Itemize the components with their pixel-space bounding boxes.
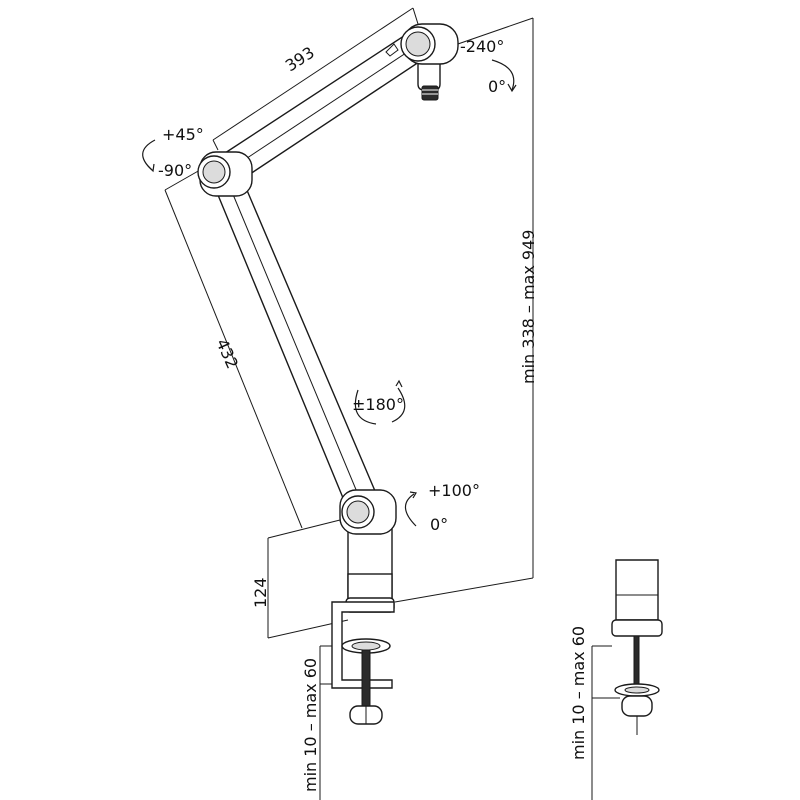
mic-thread — [421, 85, 439, 101]
lower-arm-length-label: 432 — [212, 336, 242, 372]
upper-arm-extension-left — [212, 139, 219, 151]
top-joint-min-angle: 0° — [488, 77, 506, 96]
elbow-rotation-arrow — [142, 139, 156, 171]
base-assembly — [339, 489, 397, 613]
detail-ring — [611, 619, 663, 637]
upper-arm — [221, 31, 426, 183]
clamp-range-detail-label: min 10 – max 60 — [569, 626, 588, 760]
base-up-angle: +100° — [428, 481, 480, 500]
total-height-label: min 338 – max 949 — [519, 230, 538, 384]
elbow-joint — [197, 151, 253, 197]
lower-arm — [217, 187, 379, 511]
top-joint-rotation-arrow — [491, 59, 515, 91]
elbow-down-angle: -90° — [158, 161, 192, 180]
clamp-frame — [331, 601, 395, 689]
total-height-extension-top — [454, 17, 534, 46]
elbow-joint-knob-cap — [202, 160, 226, 184]
total-height-extension-bottom — [394, 577, 534, 603]
top-joint — [400, 23, 459, 101]
base-height-extension-top — [267, 517, 349, 539]
upper-arm-length-label: 393 — [282, 43, 318, 76]
top-joint-knob-cap — [405, 31, 431, 57]
clamp-range-label: min 10 – max 60 — [301, 658, 320, 792]
detail-knob[interactable] — [621, 695, 653, 717]
desk-clamp — [331, 601, 395, 725]
cable-clip — [385, 43, 399, 57]
clamp-screw — [361, 649, 371, 711]
base-rotation-arrow — [404, 493, 417, 527]
upper-arm-extension-right — [412, 7, 419, 25]
top-joint-max-angle: -240° — [460, 37, 504, 56]
base-height-label: 124 — [251, 577, 270, 608]
arm-rotation-arrow — [354, 387, 406, 425]
elbow-up-angle: +45° — [162, 125, 204, 144]
base-min-angle: 0° — [430, 515, 448, 534]
base-joint-knob-cap — [346, 500, 370, 524]
upper-arm-dimension-line — [212, 7, 414, 141]
detail-column — [615, 559, 659, 621]
lower-arm-extension-top — [164, 169, 201, 191]
lower-arm-dimension-line — [164, 189, 303, 529]
arm-rotation-angle: ±180° — [352, 395, 404, 414]
clamp-detail — [591, 559, 663, 800]
base-collar — [347, 573, 393, 601]
